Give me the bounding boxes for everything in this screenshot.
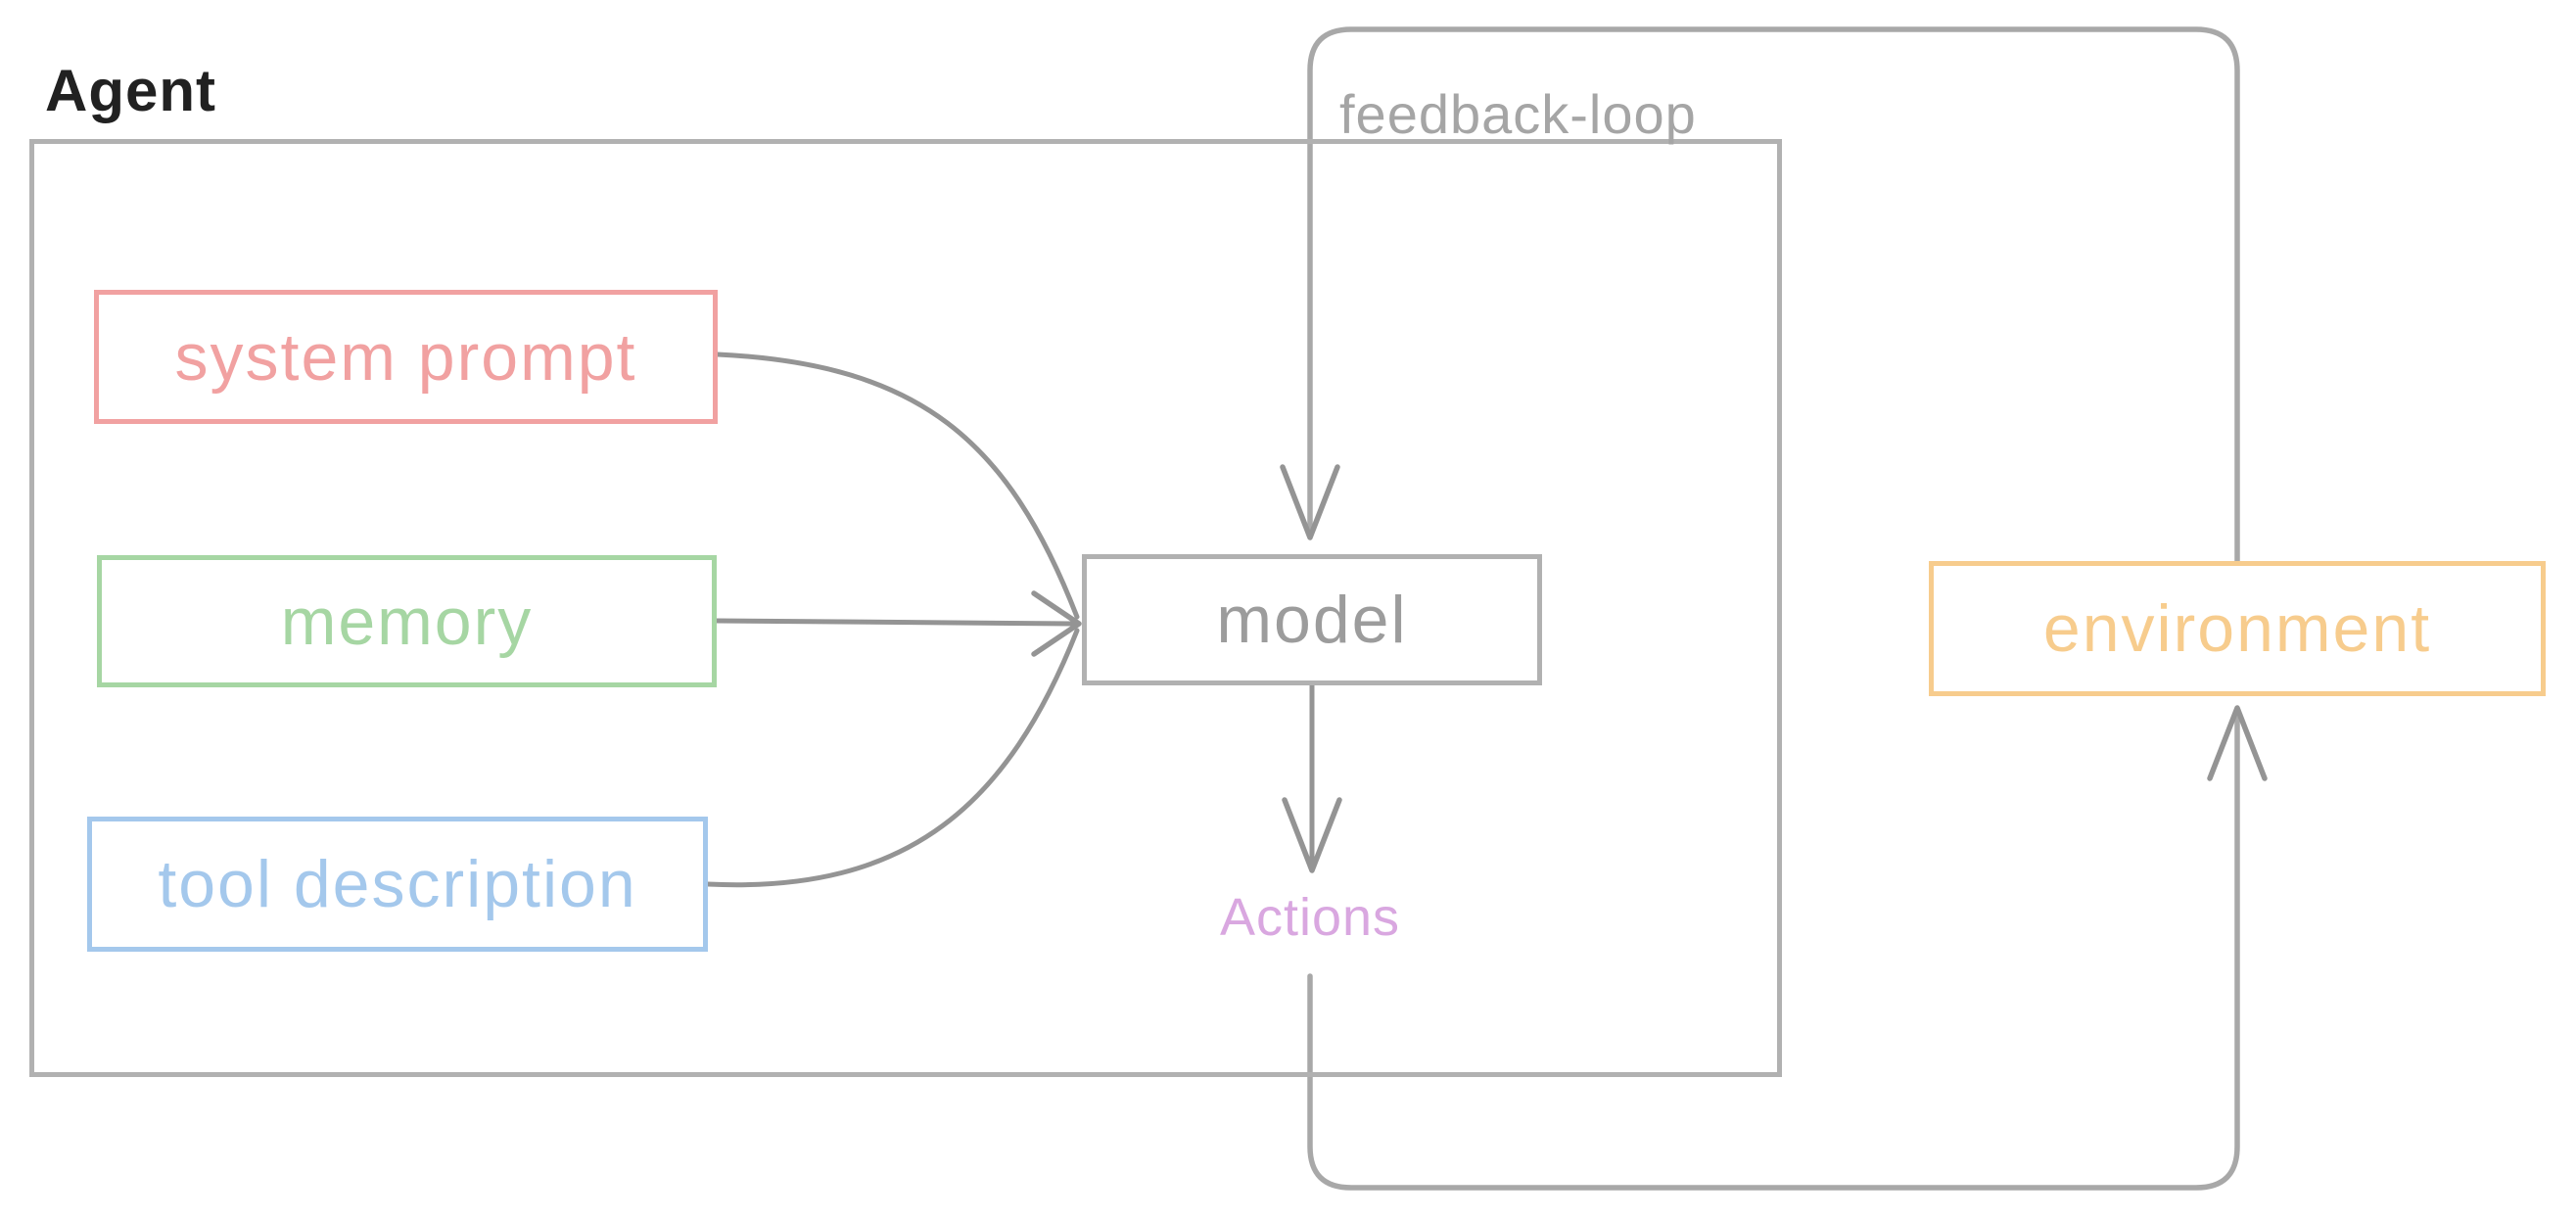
node-tool-description-label: tool description: [158, 847, 637, 921]
edge-tool-description-to-model: [705, 628, 1080, 888]
actions-label: Actions: [1219, 888, 1401, 947]
node-environment-label: environment: [2042, 591, 2432, 666]
node-memory-label: memory: [280, 584, 534, 659]
node-tool-description: tool description: [87, 817, 708, 952]
edge-system-prompt-to-model: [715, 352, 1080, 620]
node-environment: environment: [1929, 561, 2546, 696]
node-memory: memory: [97, 555, 717, 687]
node-model: model: [1082, 554, 1542, 685]
arrowhead-into-environment: [2207, 705, 2268, 781]
node-system-prompt: system prompt: [94, 290, 718, 424]
node-model-label: model: [1216, 583, 1408, 657]
arrowhead-into-actions: [1282, 797, 1342, 873]
feedback-loop-path: [1307, 26, 2240, 564]
agent-group-box: [29, 139, 1782, 1077]
converge-arrowhead-into-model: [1031, 590, 1082, 657]
agent-group-title: Agent: [45, 58, 216, 123]
edge-actions-to-environment: [1307, 710, 2240, 1191]
edge-memory-to-model: [714, 618, 1077, 627]
node-system-prompt-label: system prompt: [174, 319, 637, 395]
feedback-loop-label: feedback-loop: [1339, 83, 1697, 145]
feedback-arrowhead-into-model: [1280, 464, 1340, 540]
